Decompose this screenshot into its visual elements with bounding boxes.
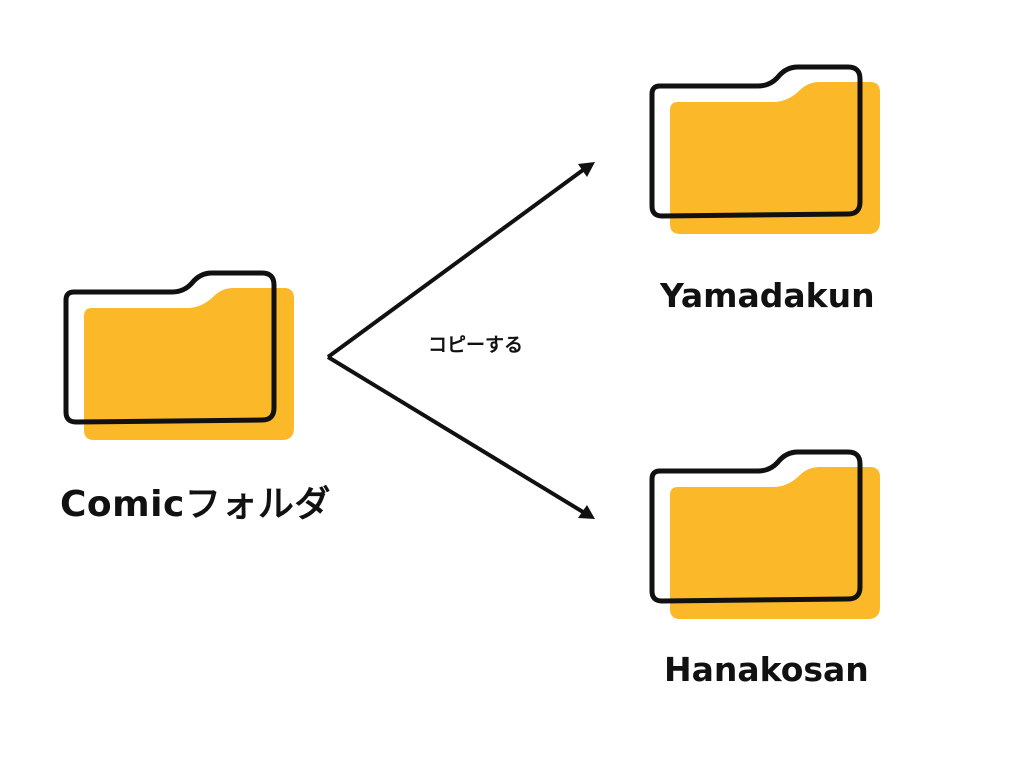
target-folder-label-hanakosan: Hanakosan (664, 650, 869, 689)
target-folder-icon-hanakosan (652, 452, 880, 619)
source-folder-label: Comicフォルダ (60, 484, 331, 525)
arrow-line-down (326, 355, 585, 514)
arrow-line-up (326, 168, 585, 359)
copy-arrows (326, 162, 595, 519)
arrow-head-up (578, 162, 595, 177)
source-folder-icon (66, 273, 294, 440)
target-folder-icon-yamadakun (652, 67, 880, 234)
arrow-head-down (578, 505, 595, 519)
copy-action-label: コピーする (428, 334, 524, 356)
target-folder-label-yamadakun: Yamadakun (660, 276, 875, 315)
